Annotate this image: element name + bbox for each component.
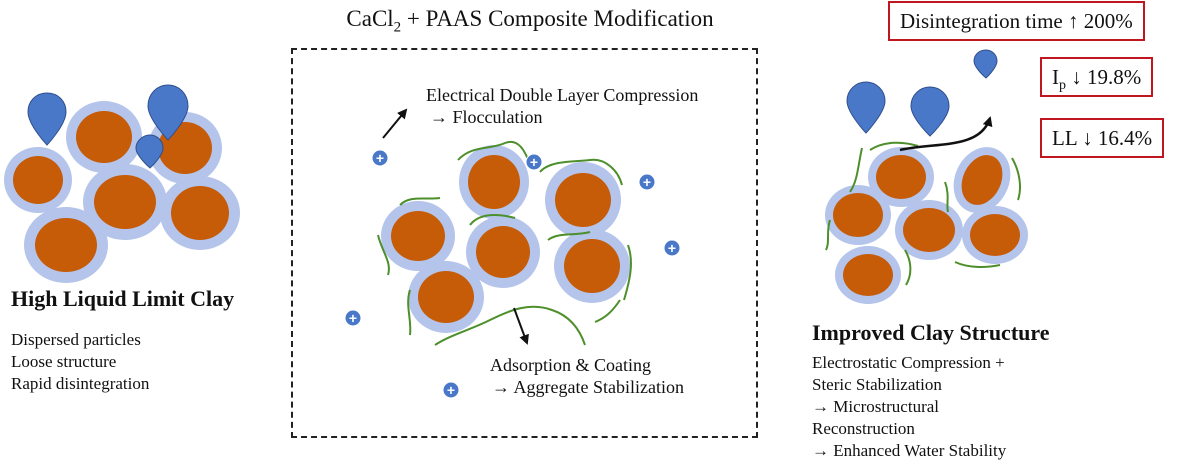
- polymer-chain: [547, 231, 591, 241]
- cation-symbol: +: [530, 154, 538, 170]
- clay-particle: [24, 207, 108, 283]
- clay-particle: [895, 200, 963, 260]
- left-heading: High Liquid Limit Clay: [11, 286, 235, 311]
- left-clay-cluster: [4, 101, 240, 283]
- cation-symbol: +: [447, 382, 455, 398]
- clay-particle: [554, 229, 630, 303]
- cation-symbol: +: [643, 174, 651, 190]
- clay-particle: [835, 246, 901, 304]
- label-adsorption: Adsorption & Coating: [490, 355, 651, 375]
- calcium-ions: + + + + + +: [344, 149, 681, 399]
- clay-particle: [545, 162, 621, 238]
- center-clay-cluster: [381, 145, 630, 333]
- polymer-chain: [904, 249, 912, 286]
- water-drops-right: [846, 49, 998, 137]
- clay-particle: [83, 164, 167, 240]
- clay-particle: [160, 176, 240, 250]
- arrow-water-repelled: [899, 116, 993, 152]
- label-flocculation: → Flocculation: [430, 107, 543, 127]
- paas-polymer-chains-right: [825, 141, 1021, 286]
- polymer-chain: [869, 141, 919, 151]
- metric-plasticity-index: Ip ↓ 19.8%: [1040, 57, 1154, 97]
- right-clay-cluster: [825, 147, 1028, 304]
- polymer-chain: [377, 234, 390, 276]
- water-drops-left: [27, 84, 189, 169]
- right-heading: Improved Clay Structure: [812, 320, 1050, 345]
- cation-icon: +: [344, 309, 362, 327]
- clay-particle: [66, 101, 142, 173]
- clay-particle: [825, 185, 891, 245]
- clay-particle: [953, 147, 1011, 213]
- water-drop-icon: [973, 49, 998, 79]
- polymer-chain: [539, 158, 623, 186]
- clay-particle: [4, 147, 72, 213]
- composite-modification-box: [291, 48, 758, 438]
- cation-icon: +: [525, 153, 543, 171]
- polymer-chain: [469, 214, 516, 226]
- cation-icon: +: [638, 173, 656, 191]
- polymer-chain: [944, 181, 949, 213]
- polymer-chain: [1011, 157, 1021, 201]
- metric-disintegration-time: Disintegration time ↑ 200%: [888, 1, 1145, 41]
- polymer-chain: [434, 305, 586, 346]
- cation-icon: +: [442, 381, 460, 399]
- arrow-compression: [382, 108, 408, 139]
- right-description: Electrostatic Compression + Steric Stabi…: [812, 353, 1007, 460]
- metric-liquid-limit: LL ↓ 16.4%: [1040, 118, 1165, 158]
- paas-polymer-chains-center: [377, 140, 632, 346]
- arrow-adsorption: [513, 307, 529, 345]
- polymer-chain: [457, 140, 531, 166]
- polymer-chain: [399, 197, 441, 206]
- cation-symbol: +: [668, 240, 676, 256]
- label-aggregate-stabilization: → Aggregate Stabilization: [492, 377, 684, 397]
- polymer-chain: [594, 299, 621, 323]
- water-drop-icon: [910, 86, 950, 137]
- water-drop-icon: [147, 84, 189, 141]
- polymer-chain: [825, 219, 831, 251]
- clay-particle: [868, 147, 934, 207]
- water-drop-icon: [135, 134, 164, 169]
- polymer-chain: [849, 147, 863, 193]
- diagram-title: CaCl2 + PAAS Composite Modification: [346, 6, 714, 36]
- polymer-chain: [407, 289, 412, 336]
- water-drop-icon: [846, 81, 886, 134]
- polymer-chain: [623, 244, 632, 301]
- clay-particle: [459, 145, 529, 219]
- cation-symbol: +: [376, 150, 384, 166]
- clay-particle: [962, 206, 1028, 264]
- water-drop-icon: [27, 92, 67, 146]
- polymer-chain: [954, 261, 1001, 268]
- label-double-layer: Electrical Double Layer Compression: [426, 85, 699, 105]
- clay-particle: [466, 216, 540, 288]
- cation-icon: +: [663, 239, 681, 257]
- cation-icon: +: [371, 149, 389, 167]
- clay-particle: [408, 261, 484, 333]
- left-description: Dispersed particles Loose structure Rapi…: [11, 330, 150, 393]
- cation-symbol: +: [349, 310, 357, 326]
- clay-particle: [381, 201, 455, 271]
